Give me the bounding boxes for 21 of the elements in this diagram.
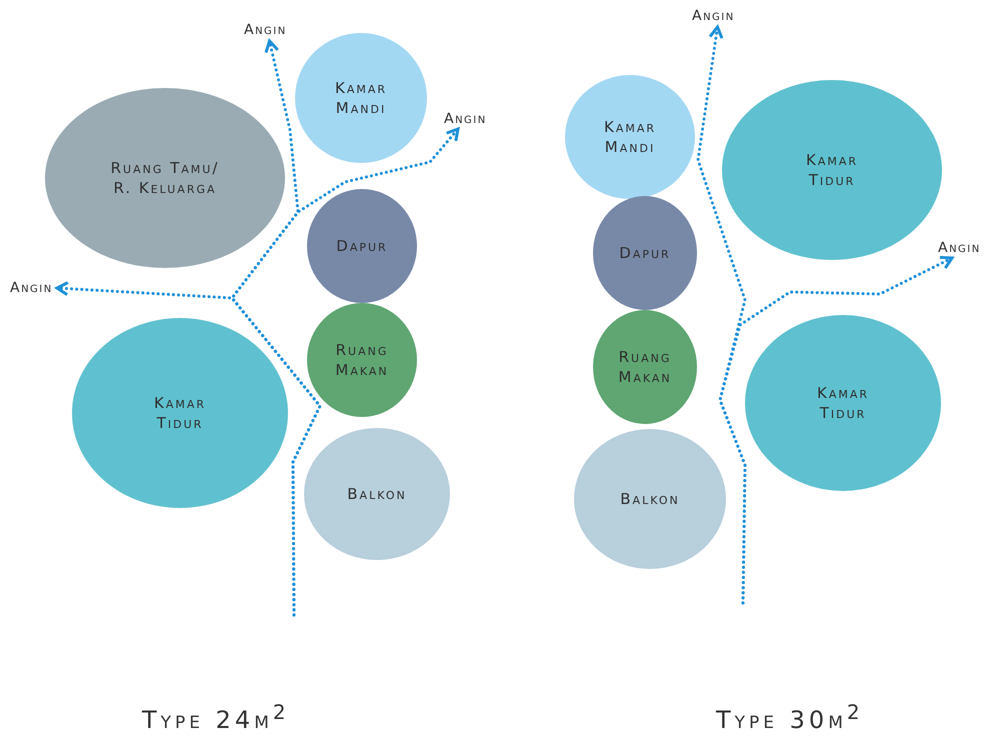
room-label: Kamar Tidur [816, 383, 870, 423]
room-label: Ruang Tamu/ R. Keluarga [110, 158, 220, 198]
plan-type-caption: Type 24m$^{2}$ [142, 700, 290, 734]
wind-label: Angin [938, 240, 981, 256]
plan-type-caption: Type 30m$^{2}$ [716, 700, 864, 734]
room-label: Balkon [346, 484, 408, 504]
room-label: Dapur [335, 236, 389, 256]
room-label: Ruang Makan [617, 347, 673, 387]
room-label: Kamar Mandi [602, 117, 658, 157]
wind-arrow [718, 256, 954, 604]
wind-label: Angin [692, 8, 735, 24]
wind-label: Angin [10, 280, 53, 296]
room-label: Kamar Mandi [334, 78, 388, 118]
room-label: Kamar Tidur [804, 150, 860, 190]
room-label: Ruang Makan [334, 340, 390, 380]
room-label: Dapur [618, 243, 672, 263]
room-label: Kamar Tidur [152, 393, 208, 433]
wind-label: Angin [444, 111, 487, 127]
wind-label: Angin [244, 22, 287, 38]
wind-arrow [56, 281, 322, 616]
room-label: Balkon [619, 489, 681, 509]
